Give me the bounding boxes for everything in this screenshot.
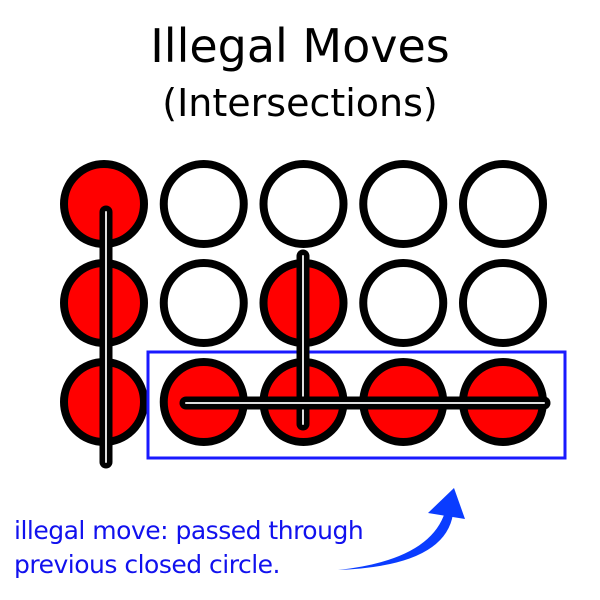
empty-circle [159, 259, 248, 347]
caption-line-2: previous closed circle. [14, 550, 280, 579]
arrow-head-icon [428, 488, 465, 519]
illegal-move-caption: illegal move: passed through previous cl… [14, 514, 364, 582]
diagram-subtitle: (Intersections) [162, 81, 438, 125]
empty-circle [459, 160, 547, 248]
empty-circle [259, 160, 348, 248]
empty-circle [459, 259, 547, 347]
empty-circle [159, 160, 248, 248]
empty-circle [359, 259, 448, 347]
empty-circle [359, 160, 448, 248]
caption-line-1: illegal move: passed through [14, 516, 364, 545]
curved-arrow-icon [338, 512, 453, 570]
illegal-move-highlight-box [146, 350, 567, 460]
diagram-title: Illegal Moves [150, 19, 450, 73]
